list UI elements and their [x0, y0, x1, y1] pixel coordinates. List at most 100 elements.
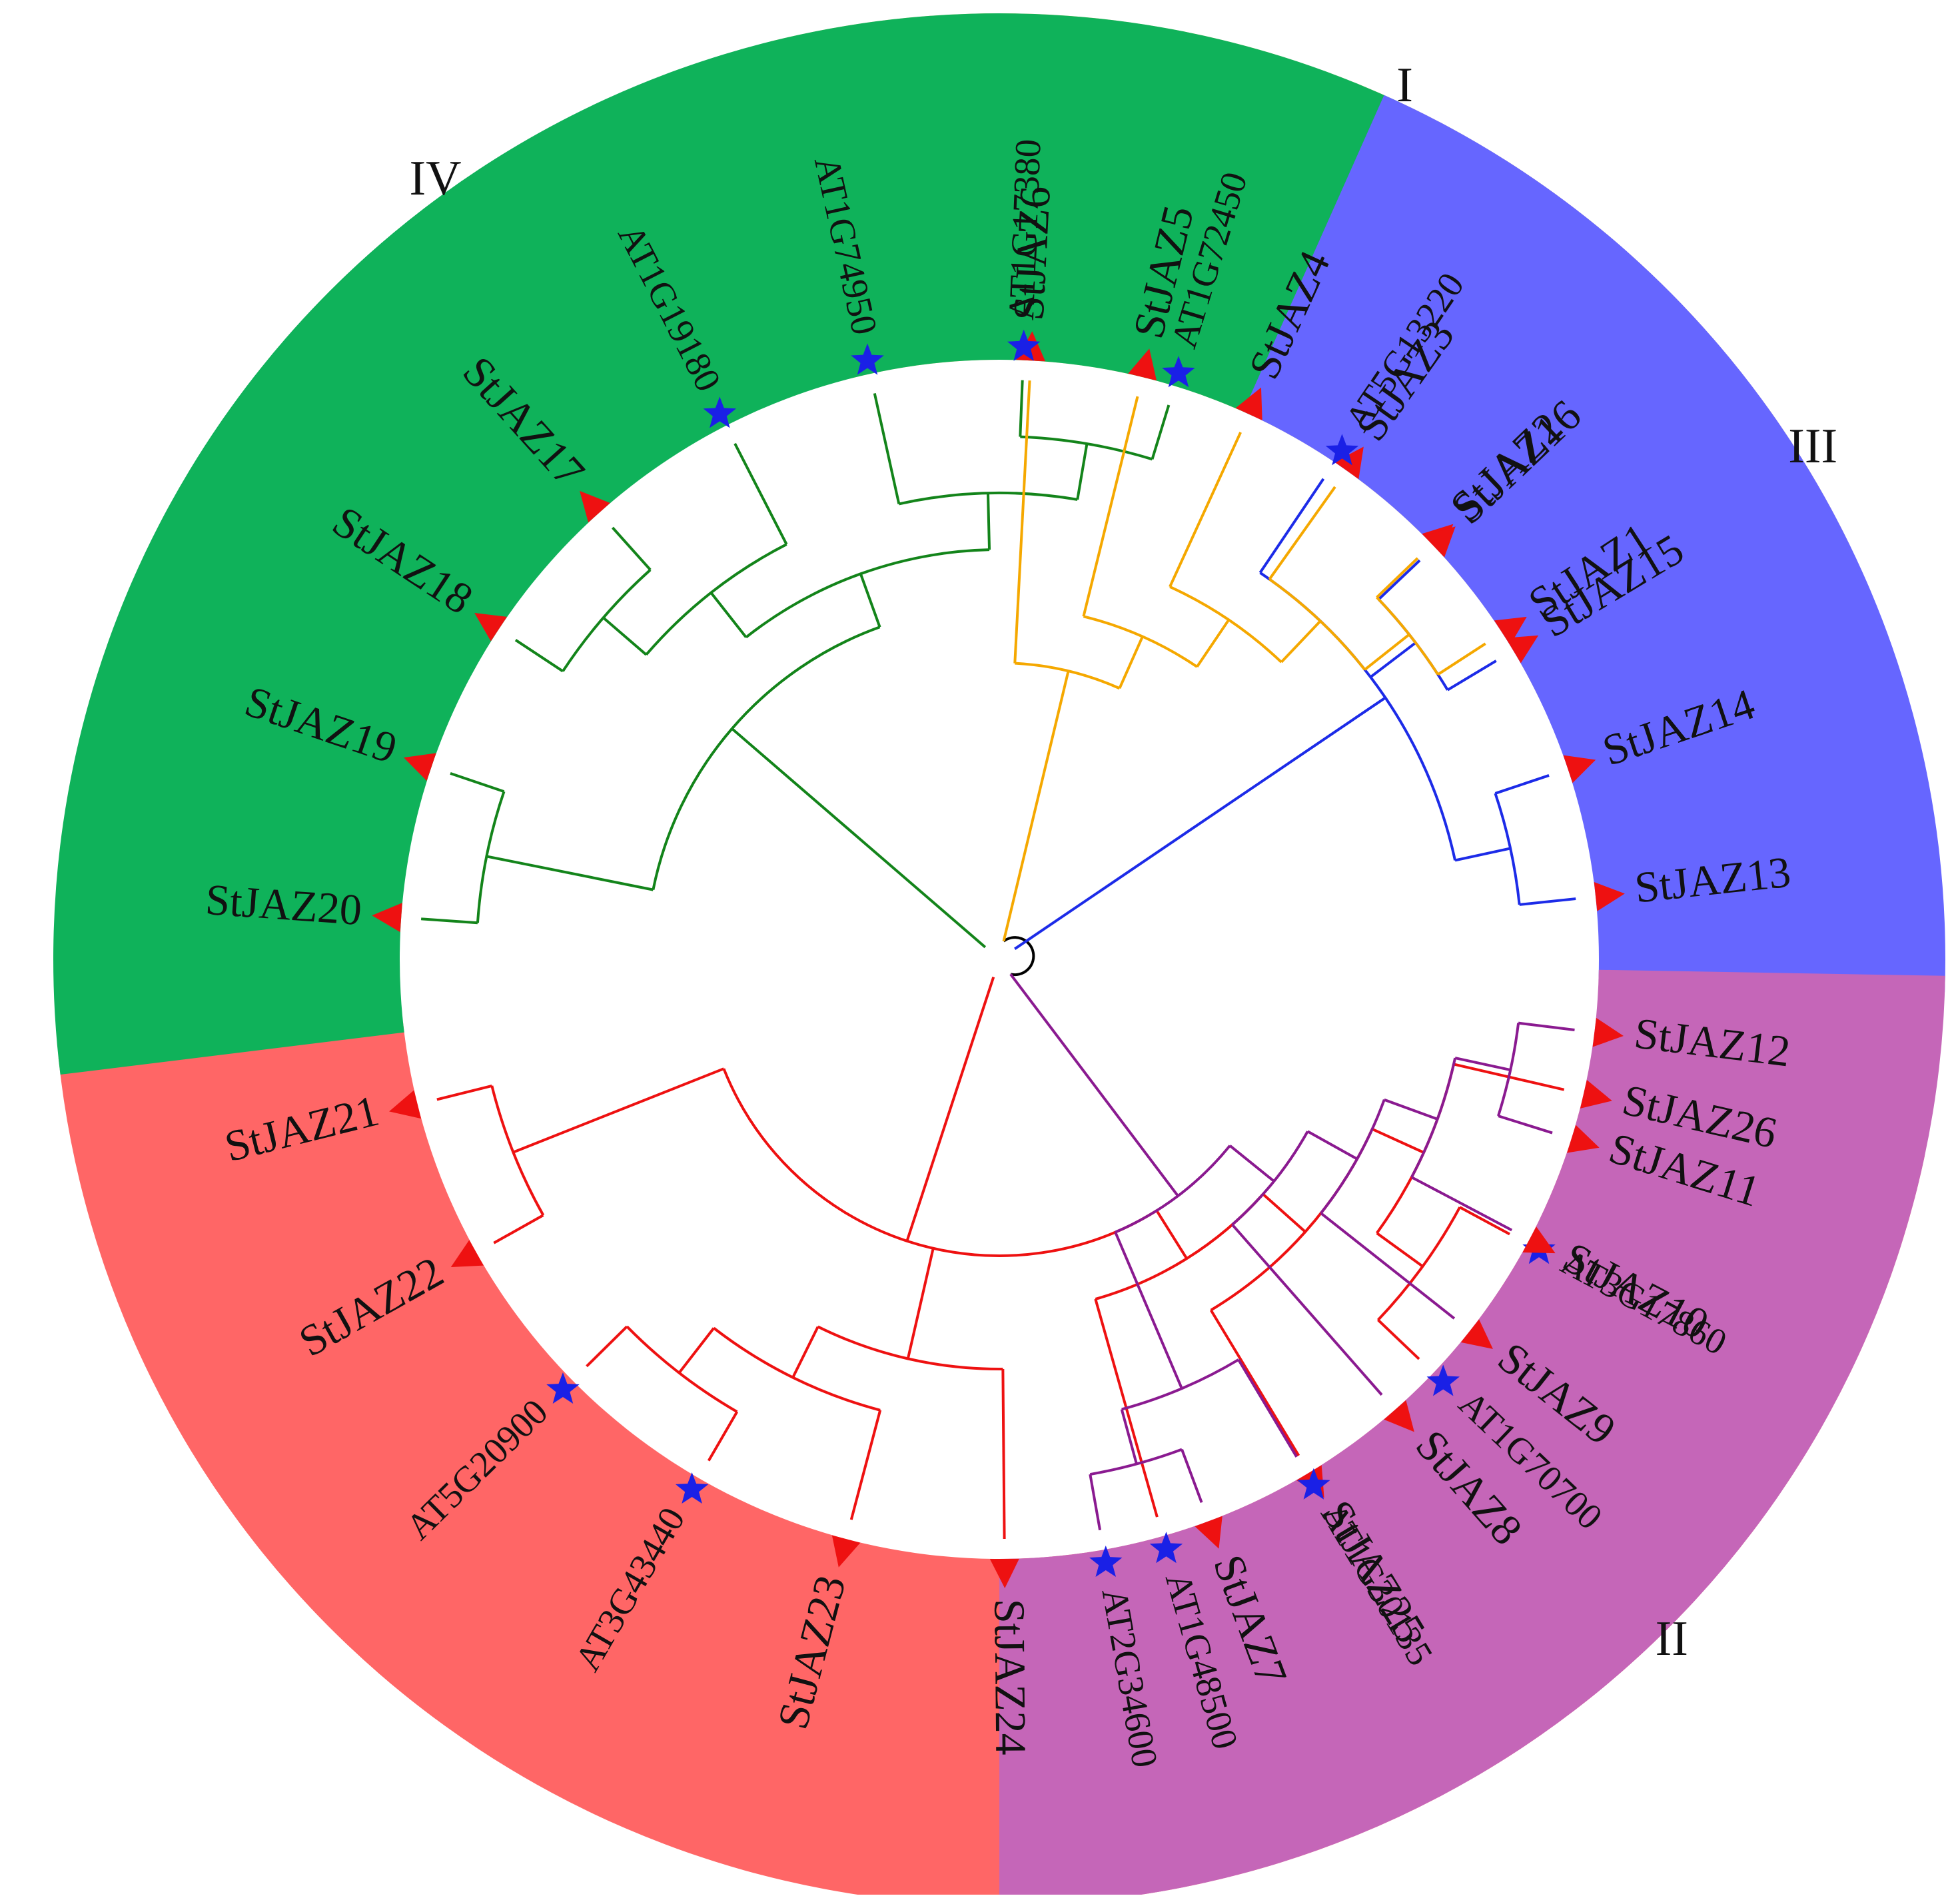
triangle-marker-StJAZ7	[1195, 1516, 1223, 1549]
clade-band-IV	[53, 13, 1400, 1075]
branch-radial-19	[791, 1326, 819, 1378]
clade-band-II	[999, 969, 1945, 1898]
branch-arc-68	[1320, 1099, 1386, 1214]
branch-arc-86	[1015, 662, 1121, 690]
branch-radial-36	[859, 573, 881, 628]
branch-radial-22	[678, 1327, 716, 1374]
branch-radial-63	[1009, 973, 1179, 1197]
triangle-marker-StJAZ23	[831, 1535, 861, 1568]
branch-radial-69	[1384, 1098, 1438, 1121]
branch-arc-2	[722, 1068, 1158, 1257]
star-marker-AT1G19180	[703, 396, 737, 428]
branch-radial-50	[1019, 380, 1024, 437]
branch-radial-45	[986, 493, 991, 550]
branch-arc-27	[490, 1085, 545, 1216]
star-marker-AT3G43440	[675, 1472, 709, 1504]
branch-radial-24	[707, 1411, 739, 1462]
branch-radial-93	[1169, 432, 1242, 588]
star-marker-AT1G17380	[1007, 329, 1041, 361]
triangle-marker-StJAZ11	[1567, 1125, 1600, 1153]
star-marker-AT1G72450	[1162, 356, 1195, 388]
branch-radial-75	[1410, 1176, 1513, 1232]
branch-radial-73	[1518, 1021, 1575, 1032]
clade-labels: IVIVIIIII	[410, 58, 1838, 1898]
branch-arc-0	[1003, 936, 1035, 977]
branch-radial-54	[1258, 478, 1325, 574]
branch-arc-98	[1376, 596, 1440, 676]
triangle-marker-StJAZ15	[1506, 635, 1539, 664]
branch-radial-3	[1155, 1210, 1188, 1260]
branch-arc-11	[1377, 1206, 1461, 1321]
branch-radial-30	[731, 727, 987, 949]
star-marker-AT5G20900	[546, 1372, 580, 1404]
triangle-marker-StJAZ19	[403, 753, 436, 781]
branch-radial-12	[1459, 1206, 1510, 1236]
branch-radial-85	[1002, 670, 1070, 942]
branch-radial-59	[1454, 847, 1511, 862]
branch-radial-40	[602, 616, 648, 656]
branch-radial-5	[1262, 1192, 1306, 1233]
star-marker-AT2G34600	[1089, 1546, 1123, 1578]
triangle-marker-StJAZ22	[450, 1240, 484, 1267]
branch-radial-71	[1454, 1057, 1511, 1072]
branch-radial-48	[1076, 443, 1089, 500]
branch-radial-26	[512, 1067, 725, 1154]
clade-label-IV: IV	[410, 151, 462, 206]
branch-radial-44	[734, 442, 788, 546]
branch-arc-82	[1089, 1448, 1183, 1476]
branch-radial-38	[710, 592, 747, 638]
branch-radial-18	[1001, 1368, 1006, 1539]
branch-radial-99	[1376, 557, 1419, 599]
leaf-label-StJAZ24: StJAZ24	[985, 1599, 1035, 1755]
branch-arc-89	[1083, 615, 1198, 668]
triangle-marker-StJAZ5	[1128, 348, 1157, 381]
triangle-marker-StJAZ17	[580, 490, 610, 523]
branch-radial-94	[1280, 620, 1322, 664]
triangle-marker-StJAZ14	[1563, 755, 1596, 783]
clade-label-V: V	[931, 1885, 967, 1895]
branch-radial-57	[1378, 559, 1421, 601]
branch-radial-84	[1089, 1474, 1102, 1531]
branch-arc-60	[1494, 793, 1521, 905]
clade-label-II: II	[1656, 1612, 1688, 1666]
star-marker-AT1G74950	[851, 343, 884, 375]
branch-radial-100	[1437, 642, 1486, 676]
branch-radial-16	[906, 1248, 935, 1359]
branch-radial-42	[514, 639, 564, 673]
branch-radial-29	[436, 1084, 492, 1101]
branch-radial-67	[1306, 1130, 1358, 1161]
leaf-label-AT1G17380: AT1G17380	[1001, 139, 1049, 321]
branch-radial-47	[873, 392, 901, 504]
branch-radial-7	[1371, 1127, 1424, 1154]
triangle-marker-StJAZ4	[1235, 387, 1262, 420]
branch-radial-58	[1446, 660, 1497, 692]
branch-radial-81	[1120, 1408, 1138, 1465]
branch-arc-41	[562, 568, 652, 672]
triangle-marker-StJAZ13	[1594, 882, 1625, 911]
branch-arc-79	[1121, 1358, 1240, 1411]
branch-radial-78	[1114, 1231, 1183, 1389]
branch-radial-1	[905, 976, 995, 1242]
triangle-marker-StJAZ20	[372, 903, 402, 933]
triangle-marker-StJAZ26	[1580, 1080, 1612, 1109]
branch-arc-46	[898, 492, 1078, 506]
leaf-markers	[372, 329, 1625, 1588]
branch-arc-20	[713, 1326, 881, 1412]
triangle-marker-StJAZ24	[989, 1558, 1019, 1588]
branch-radial-65	[1228, 1145, 1275, 1183]
triangle-marker-StJAZ12	[1592, 1017, 1624, 1047]
branch-radial-80	[1237, 1358, 1298, 1458]
tree-branches	[420, 380, 1576, 1539]
clade-label-I: I	[1396, 58, 1413, 113]
branch-radial-52	[1014, 696, 1386, 950]
branch-radial-13	[1377, 1318, 1420, 1360]
branch-radial-83	[1181, 1448, 1203, 1503]
branch-radial-62	[1519, 897, 1576, 906]
branch-radial-21	[849, 1410, 882, 1520]
star-marker-AT1G30135	[1297, 1468, 1330, 1500]
branch-radial-51	[1151, 404, 1171, 460]
branch-arc-70	[1410, 1057, 1457, 1179]
triangle-marker-StJAZ9	[1460, 1319, 1493, 1349]
branch-radial-87	[1013, 380, 1031, 664]
